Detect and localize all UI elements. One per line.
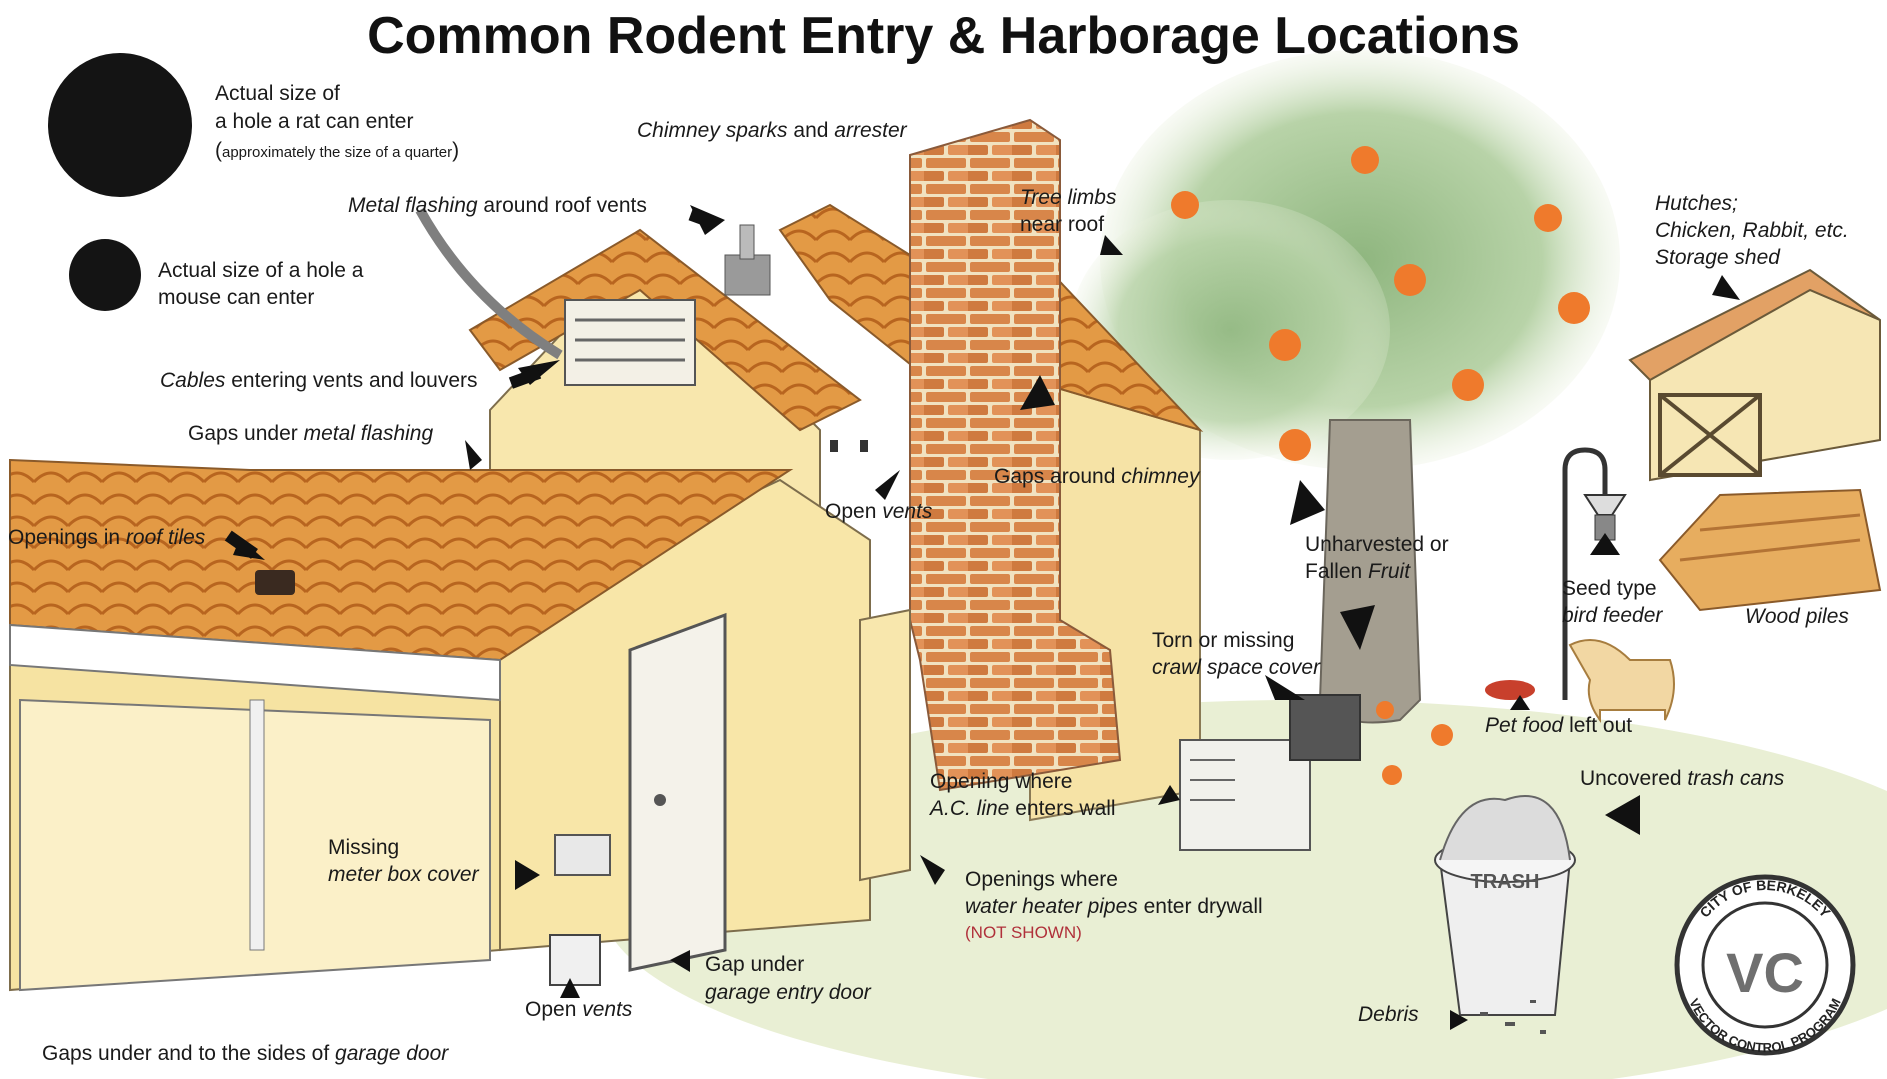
city-seal: CITY OF BERKELEY VECTOR CONTROL PROGRAM … bbox=[1674, 874, 1856, 1056]
arrow-fruit-up bbox=[1290, 480, 1325, 525]
crawl-space-cover bbox=[1289, 694, 1361, 761]
label-cables: Cables entering vents and louvers bbox=[160, 369, 478, 392]
open-vent-bottom bbox=[549, 934, 601, 986]
fruit bbox=[1558, 292, 1590, 324]
label-ac-1: Opening where bbox=[930, 770, 1073, 793]
label-gap-door-1: Gap under bbox=[705, 953, 805, 976]
fruit bbox=[1394, 264, 1426, 296]
arrow-tree-limbs bbox=[1100, 235, 1123, 255]
fallen-fruit bbox=[1376, 701, 1394, 719]
label-seed-2: bird feeder bbox=[1562, 604, 1663, 627]
fruit bbox=[1269, 329, 1301, 361]
louver-vent bbox=[564, 299, 696, 386]
label-seed-1: Seed type bbox=[1562, 577, 1657, 600]
ac-unit bbox=[1179, 739, 1311, 851]
cable bbox=[415, 207, 563, 360]
label-not-shown: (NOT SHOWN) bbox=[965, 923, 1082, 942]
label-meter-1: Missing bbox=[328, 836, 400, 859]
arrow-crawl-space bbox=[1265, 675, 1305, 700]
label-open-vents-bottom: Open vents bbox=[525, 998, 633, 1021]
garage-roof bbox=[9, 458, 794, 662]
arrow-fruit-down bbox=[1340, 605, 1375, 650]
fruit bbox=[1279, 429, 1311, 461]
arrow-ac-line bbox=[1158, 785, 1180, 805]
label-fruit-1: Unharvested or bbox=[1305, 533, 1449, 556]
arrow-open-vents-bottom bbox=[560, 978, 580, 998]
side-wing bbox=[859, 608, 1361, 882]
roof-vent bbox=[724, 254, 771, 296]
dog bbox=[1568, 639, 1675, 724]
label-water-1: Openings where bbox=[965, 868, 1118, 891]
arrow-shed bbox=[1712, 275, 1740, 300]
fruit bbox=[1534, 204, 1562, 232]
roof-tile-hole bbox=[255, 570, 295, 595]
bird-feeder bbox=[1562, 447, 1627, 700]
arrow-open-vents-top bbox=[875, 470, 900, 500]
legend-rat-note: (approximately the size of a quarter) bbox=[215, 139, 460, 162]
label-crawl-1: Torn or missing bbox=[1152, 629, 1295, 652]
pet-food-bowl bbox=[1485, 680, 1535, 700]
label-trash-cans: Uncovered trash cans bbox=[1580, 767, 1785, 790]
legend-rat-line2: a hole a rat can enter bbox=[215, 110, 414, 133]
label-debris: Debris bbox=[1358, 1003, 1419, 1026]
label-gaps-chimney: Gaps around chimney bbox=[994, 465, 1200, 488]
arrow-trash bbox=[1605, 795, 1640, 835]
garage bbox=[9, 440, 871, 992]
ground bbox=[600, 700, 1887, 1079]
storage-shed bbox=[1628, 268, 1881, 482]
garage-entry-door bbox=[628, 612, 727, 972]
label-crawl-2: crawl space cover bbox=[1152, 656, 1321, 679]
trash-can: TRASH bbox=[1434, 795, 1576, 1016]
chimney bbox=[909, 118, 1122, 792]
label-water-2: water heater pipes enter drywall bbox=[965, 895, 1263, 918]
arrow-pet-food bbox=[1510, 695, 1530, 710]
label-tree-limbs-2: near roof bbox=[1020, 213, 1105, 236]
label-metal-flashing: Metal flashing around roof vents bbox=[348, 194, 647, 217]
fallen-fruit bbox=[1431, 724, 1453, 746]
arrow-meter-box bbox=[515, 860, 540, 890]
label-tree-limbs-1: Tree limbs bbox=[1020, 186, 1117, 209]
label-meter-2: meter box cover bbox=[328, 863, 479, 886]
trash-can-text: TRASH bbox=[1471, 871, 1540, 893]
legend-mouse-line1: Actual size of a hole a bbox=[158, 259, 364, 282]
seal-mark: VC bbox=[1726, 941, 1804, 1004]
fallen-fruit bbox=[1382, 765, 1402, 785]
meter-box bbox=[554, 834, 611, 876]
pointer-arrows bbox=[224, 205, 1740, 1030]
debris bbox=[1480, 1000, 1546, 1034]
label-gaps-flashing: Gaps under metal flashing bbox=[188, 422, 434, 445]
page-title: Common Rodent Entry & Harborage Location… bbox=[367, 7, 1520, 65]
label-chimney-sparks: Chimney sparks and arrester bbox=[637, 119, 907, 142]
arrow-bird-feeder bbox=[1590, 533, 1620, 555]
rat-hole-circle bbox=[48, 53, 192, 197]
fruit bbox=[1171, 191, 1199, 219]
label-hutches-2: Chicken, Rabbit, etc. bbox=[1655, 219, 1849, 242]
label-hutches-3: Storage shed bbox=[1655, 246, 1780, 269]
label-roof-tiles: Openings in roof tiles bbox=[8, 526, 206, 549]
label-fruit-2: Fallen Fruit bbox=[1305, 560, 1411, 583]
wood-pile bbox=[1658, 488, 1882, 612]
legend-rat-line1: Actual size of bbox=[215, 82, 340, 105]
legend-rat-note-text: approximately the size of a quarter bbox=[222, 144, 453, 161]
arrow-water-heater bbox=[920, 855, 945, 885]
fruit bbox=[1351, 146, 1379, 174]
label-ac-2: A.C. line enters wall bbox=[930, 797, 1116, 820]
label-hutches-1: Hutches; bbox=[1655, 192, 1738, 215]
label-garage-door: Gaps under and to the sides of garage do… bbox=[42, 1042, 449, 1065]
fruit bbox=[1452, 369, 1484, 401]
arrow-gaps-flashing bbox=[465, 440, 482, 470]
mouse-hole-circle bbox=[69, 239, 141, 311]
arrow-gaps-chimney bbox=[1020, 375, 1055, 410]
label-pet-food: Pet food left out bbox=[1485, 714, 1633, 737]
arrow-debris bbox=[1450, 1010, 1468, 1030]
label-open-vents-top: Open vents bbox=[825, 500, 933, 523]
legend-mouse-line2: mouse can enter bbox=[158, 286, 315, 309]
label-gap-door-2: garage entry door bbox=[705, 981, 871, 1004]
label-wood-piles: Wood piles bbox=[1745, 605, 1849, 628]
arrow-gap-door bbox=[670, 950, 690, 972]
